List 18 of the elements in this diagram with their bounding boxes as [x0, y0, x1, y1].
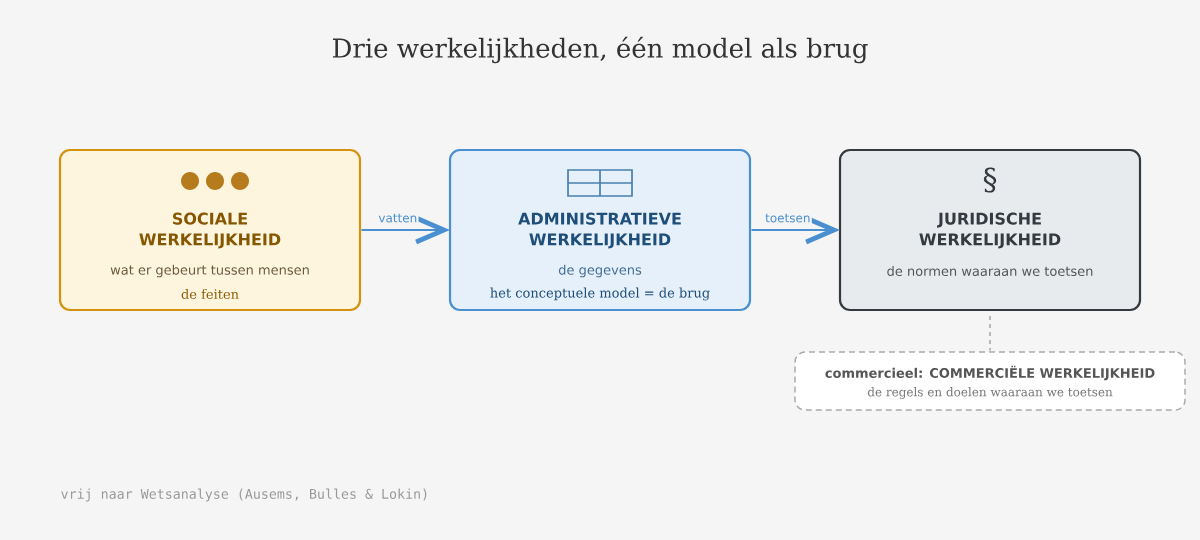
- title: Drie werkelijkheden, één model als brug: [333, 36, 868, 64]
- edge-label: vatten: [377, 212, 419, 224]
- description: wat er gebeurt tussen mensen: [110, 264, 309, 278]
- arrow: [750, 215, 840, 245]
- note: de regels en doelen waaraan we toetsen: [867, 387, 1113, 399]
- arrow: [360, 215, 450, 245]
- heading: commercieel: COMMERCIËLE WERKELIJKHEID: [825, 365, 1155, 381]
- note: de feiten: [181, 288, 239, 300]
- heading: ADMINISTRATIEVE WERKELIJKHEID: [518, 212, 681, 249]
- edge-label: toetsen: [763, 212, 812, 224]
- source-note: vrij naar Wetsanalyse (Ausems, Bulles & Lokin): [61, 488, 427, 502]
- section-sign: §: [983, 167, 997, 193]
- note: het conceptuele model = de brug: [490, 287, 710, 301]
- heading: SOCIALE WERKELIJKHEID: [139, 212, 281, 249]
- heading: JURIDISCHE WERKELIJKHEID: [919, 212, 1061, 249]
- description: de normen waaraan we toetsen: [887, 265, 1093, 277]
- description: de gegevens: [558, 264, 642, 278]
- connector-line: [989, 315, 991, 352]
